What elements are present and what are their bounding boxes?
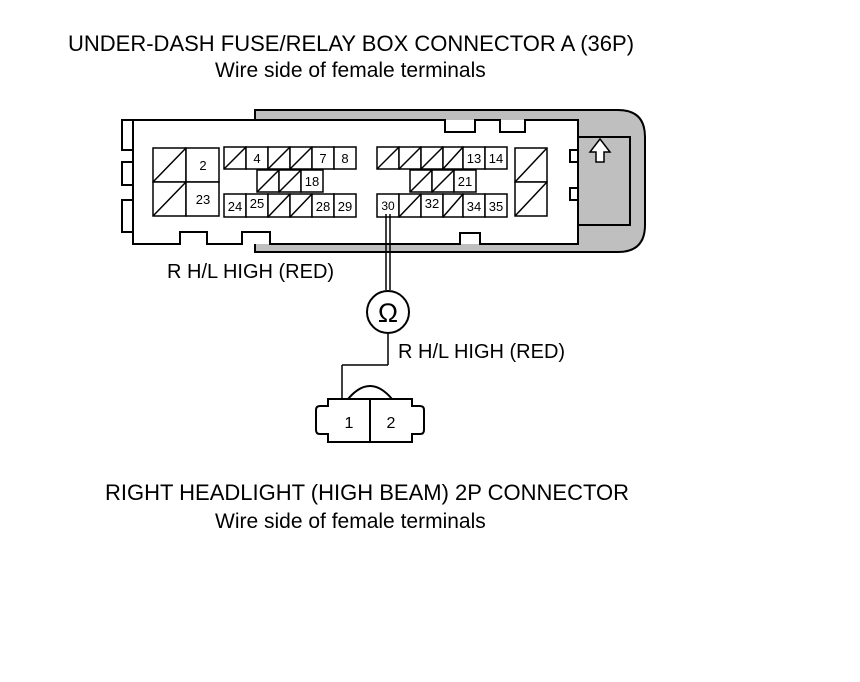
top-connector-title: UNDER-DASH FUSE/RELAY BOX CONNECTOR A (3… <box>68 31 635 56</box>
pin-30: 30 <box>381 199 395 213</box>
up-arrow-icon <box>588 137 612 163</box>
pin-13: 13 <box>467 151 481 166</box>
ohm-symbol: Ω <box>378 298 398 328</box>
pin-7: 7 <box>319 151 326 166</box>
wire-label-upper: R H/L HIGH (RED) <box>167 261 334 283</box>
headlight-2p-connector <box>315 385 425 443</box>
headlight-pin-2: 2 <box>387 415 396 432</box>
bottom-connector-title: RIGHT HEADLIGHT (HIGH BEAM) 2P CONNECTOR <box>105 480 630 505</box>
pin-35: 35 <box>489 199 503 214</box>
wire-label-lower: R H/L HIGH (RED) <box>398 341 565 363</box>
ohmmeter-icon: Ω <box>366 290 410 334</box>
pin-8: 8 <box>341 151 348 166</box>
cavity-grid <box>152 146 548 218</box>
pin-34: 34 <box>467 199 481 214</box>
pin-25: 25 <box>250 196 264 211</box>
pin-labels: 2 23 4 7 8 18 24 25 28 29 13 14 21 30 32… <box>196 151 503 214</box>
bottom-connector-subtitle: Wire side of female terminals <box>215 510 486 533</box>
headlight-pin-1: 1 <box>345 415 354 432</box>
pin-28: 28 <box>316 199 330 214</box>
pin-14: 14 <box>489 151 503 166</box>
pin-4: 4 <box>253 151 260 166</box>
pin-32: 32 <box>425 196 439 211</box>
pin-29: 29 <box>338 199 352 214</box>
pin-24: 24 <box>228 199 242 214</box>
pin-23: 23 <box>196 192 210 207</box>
probe-wire <box>341 214 391 404</box>
top-connector-subtitle: Wire side of female terminals <box>215 59 486 82</box>
pin-21: 21 <box>458 174 472 189</box>
pin-2: 2 <box>199 158 206 173</box>
pin-18: 18 <box>305 174 319 189</box>
